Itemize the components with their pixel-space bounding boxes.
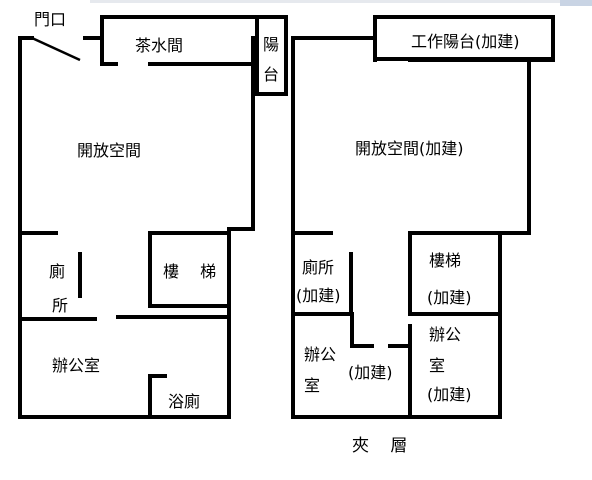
ground-floor-walls <box>18 15 288 419</box>
mz-stairs-walls <box>408 231 502 316</box>
mz-toilet-label-top: 廁所 <box>302 258 335 277</box>
tea-room-label: 茶水間 <box>135 36 184 55</box>
mz-office-a-label-top: 辦公 <box>304 345 337 364</box>
top-edge-strip <box>90 0 560 3</box>
mz-office-c-label-mid: 室 <box>429 356 446 375</box>
open-space-label: 開放空間 <box>77 141 142 160</box>
mz-toilet-label-bottom: (加建) <box>296 286 341 305</box>
balcony-label-top: 陽 <box>263 35 280 54</box>
bathroom-label: 浴廁 <box>168 392 201 411</box>
mezzanine-walls <box>291 15 555 419</box>
top-edge-accent <box>560 0 592 6</box>
toilet-label-top: 廁 <box>49 262 66 281</box>
mz-office-c-label-top: 辦公 <box>429 325 462 344</box>
bathroom-walls <box>148 374 167 419</box>
mz-open-space-label: 開放空間(加建) <box>355 139 464 158</box>
mz-office-c-label-bottom: (加建) <box>427 385 472 404</box>
stairs-label: 樓 梯 <box>163 262 225 281</box>
work-balcony-label: 工作陽台(加建) <box>411 32 520 51</box>
mz-stairs-label-top: 樓梯 <box>429 251 462 270</box>
entrance-door-leaf <box>31 36 81 62</box>
mz-office-a-label-bottom: 室 <box>304 376 321 395</box>
toilet-label-bottom: 所 <box>52 296 69 315</box>
balcony-box <box>255 15 288 96</box>
stairs-walls <box>148 231 231 308</box>
mezzanine-title: 夾 層 <box>352 436 416 456</box>
balcony-label-bottom: 台 <box>263 65 280 84</box>
office-label: 辦公室 <box>52 356 101 375</box>
entrance-label: 門口 <box>34 10 67 29</box>
mz-office-b-label: (加建) <box>348 363 393 382</box>
mz-stairs-label-bottom: (加建) <box>427 288 472 307</box>
